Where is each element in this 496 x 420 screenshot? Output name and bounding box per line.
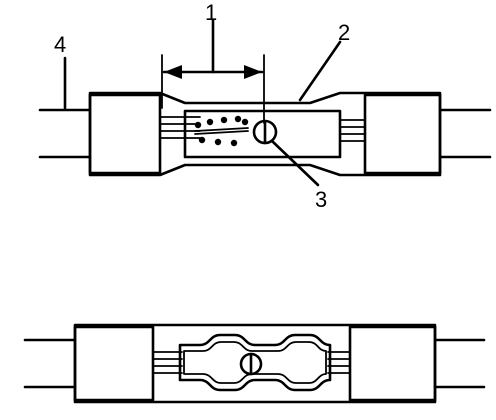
wire-right (438, 108, 492, 159)
connector-before-crimp: 1 2 3 4 (38, 0, 492, 212)
wire-right-crimped (433, 338, 486, 389)
sleeve-end-right-crimped (348, 325, 437, 402)
callout-2: 2 (338, 20, 350, 45)
wire-strands-left (159, 116, 201, 139)
sleeve-end-right (363, 93, 442, 175)
leader-2 (298, 40, 342, 102)
wire-left (38, 108, 92, 159)
connector-after-crimp (23, 323, 486, 404)
crimped-barrel (178, 333, 332, 392)
wire-strands-left-crimped (152, 351, 183, 374)
sleeve-outline (88, 91, 442, 177)
leader-3 (270, 139, 320, 187)
inspection-hole-crimped (239, 352, 263, 376)
sleeve-end-left (88, 93, 162, 175)
callout-1: 1 (205, 0, 217, 25)
sleeve-end-left-crimped (73, 325, 155, 402)
callout-3: 3 (315, 187, 327, 212)
callout-4: 4 (54, 32, 66, 57)
sleeve-outline-crimped (73, 323, 437, 404)
wire-strands-right (339, 119, 366, 142)
inspection-hole (252, 119, 278, 145)
barrel-dots (194, 115, 249, 147)
crimped-barrel-inner (183, 341, 327, 384)
wire-strands-right-crimped (327, 351, 351, 374)
dimension-strip-length (161, 18, 265, 124)
wire-left-crimped (23, 338, 77, 389)
